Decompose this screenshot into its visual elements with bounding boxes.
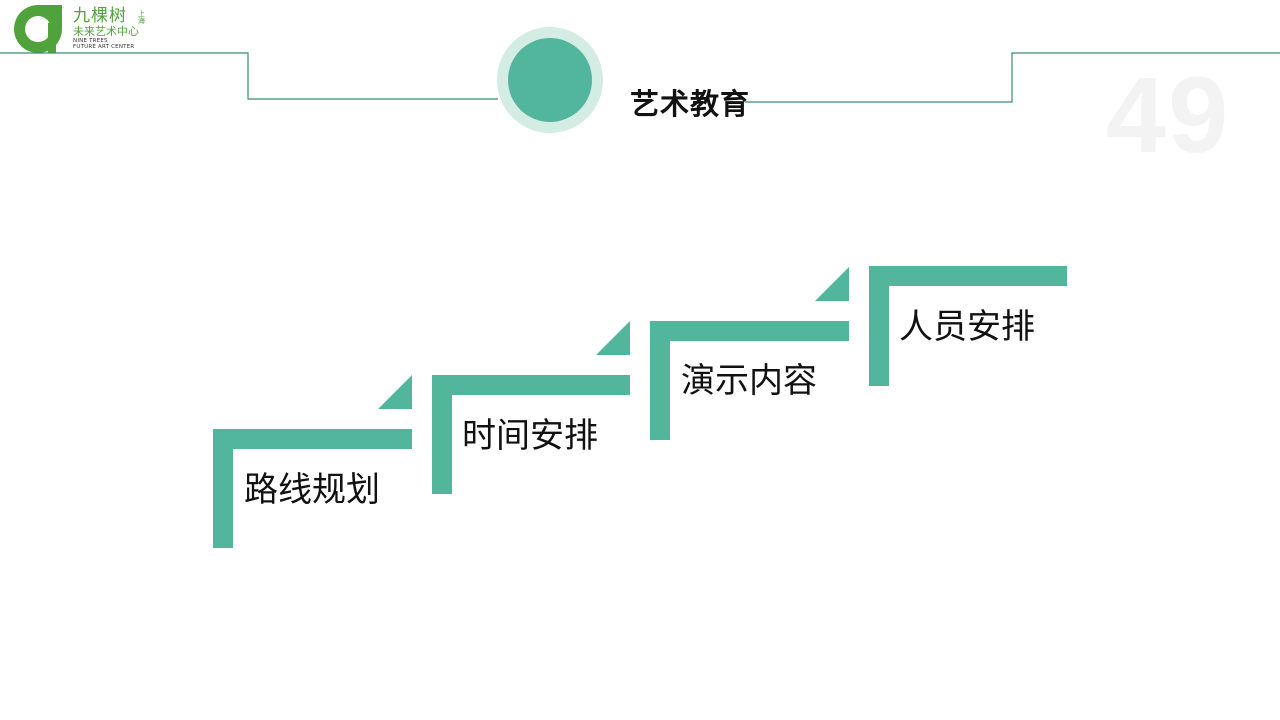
step-3-shape	[650, 267, 849, 440]
step-4-shape	[869, 266, 1067, 386]
logo-english: NINE TREES FUTURE ART CENTER	[73, 38, 134, 50]
step-3-label: 演示内容	[681, 361, 817, 401]
logo-mark	[12, 3, 64, 55]
logo-city: 上海	[138, 10, 145, 25]
logo-center-name: 未来艺术中心	[73, 25, 139, 38]
step-4-label: 人员安排	[899, 307, 1035, 347]
logo-english-line2: FUTURE ART CENTER	[73, 44, 135, 50]
logo-english-line1: NINE TREES	[73, 38, 108, 44]
page-title: 艺术教育	[630, 87, 751, 121]
step-1-shape	[213, 375, 412, 548]
logo-brand-name: 九棵树	[73, 6, 127, 26]
header-frame	[0, 27, 1280, 133]
step-2-label: 时间安排	[462, 416, 598, 456]
header-circle-inner	[508, 38, 592, 122]
step-2-shape	[432, 321, 630, 494]
page-number: 49	[1106, 54, 1231, 175]
step-1-label: 路线规划	[244, 470, 380, 510]
